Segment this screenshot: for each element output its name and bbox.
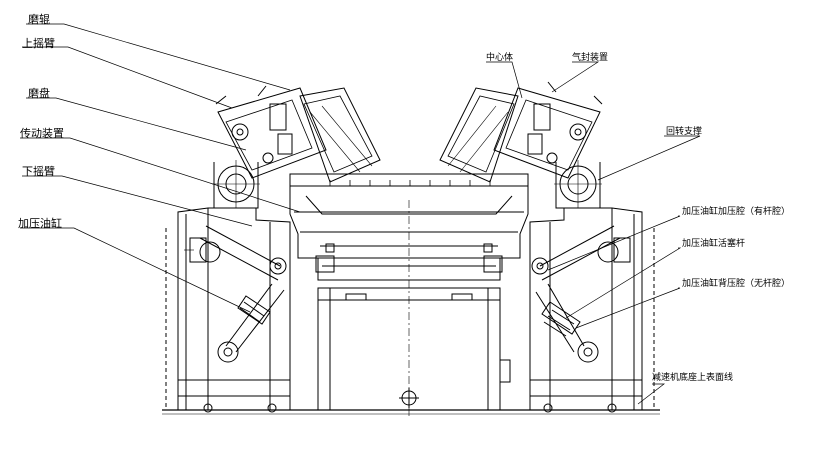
leader-lines — [20, 23, 701, 405]
left-roller-pivot — [212, 160, 260, 209]
left-hydraulic-cylinder — [217, 283, 285, 363]
left-roller-assembly — [215, 85, 381, 183]
dam-ring-ticks — [329, 180, 491, 186]
label-base-surface-line: 减速机底座上表面线 — [652, 373, 734, 383]
label-upper-arm: 上摇臂 — [22, 37, 55, 50]
grinding-table — [289, 173, 529, 281]
right-roller-pivot — [554, 160, 602, 209]
left-frame — [165, 207, 291, 413]
right-hydraulic-cylinder — [535, 283, 599, 363]
label-piston-rod: 加压油缸活塞杆 — [682, 239, 746, 249]
label-grinding-table: 磨盘 — [28, 87, 50, 100]
label-rod-chamber: 加压油缸加压腔（有杆腔） — [682, 207, 791, 217]
label-rodless-chamber: 加压油缸背压腔（无杆腔） — [682, 279, 791, 289]
label-lower-arm: 下摇臂 — [22, 165, 55, 178]
label-slewing-bearing: 回转支撑 — [666, 127, 703, 137]
gearbox-base — [162, 200, 660, 418]
base-bolt — [399, 388, 419, 408]
right-lower-arm — [531, 225, 631, 281]
label-grinding-roller: 磨辊 — [28, 13, 50, 26]
right-frame — [529, 207, 655, 413]
right-roller-assembly — [439, 81, 603, 183]
left-lower-arm — [184, 225, 287, 281]
label-air-seal: 气封装置 — [572, 53, 609, 63]
label-hydraulic-cylinder: 加压油缸 — [18, 217, 62, 230]
label-drive-unit: 传动装置 — [20, 127, 64, 140]
label-center-body: 中心体 — [486, 53, 514, 63]
